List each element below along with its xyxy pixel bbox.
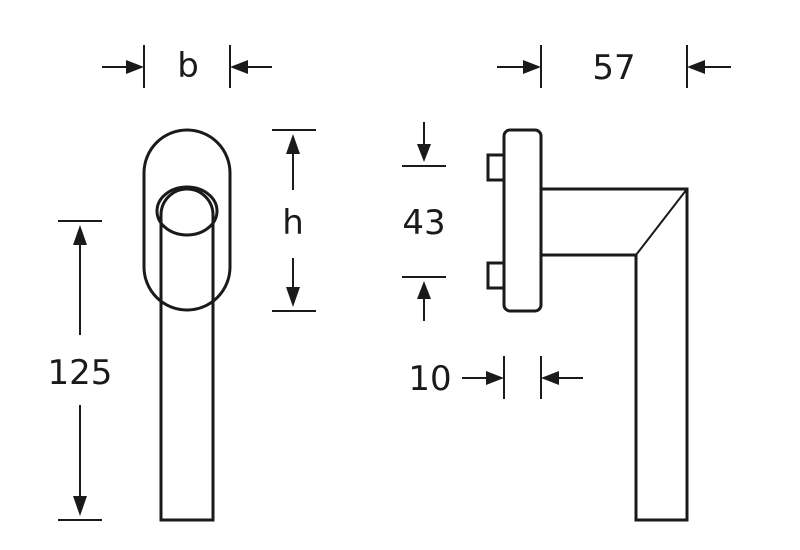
- dimension-10: 10: [408, 356, 583, 399]
- side-view: 57 43 10: [402, 45, 731, 522]
- screw-stud-top: [486, 153, 506, 182]
- base-plate-side: [502, 128, 543, 313]
- label-125: 125: [48, 353, 113, 393]
- dimension-h: h: [272, 129, 316, 312]
- handle-lever-front: [159, 187, 215, 522]
- label-43: 43: [402, 203, 445, 243]
- label-h: h: [282, 203, 304, 243]
- rosette-outline: [142, 128, 232, 312]
- collar-ring: [155, 185, 219, 237]
- dimension-b: b: [102, 45, 272, 88]
- label-b: b: [177, 46, 199, 86]
- dimension-57: 57: [497, 45, 731, 88]
- handle-lever-side: [541, 187, 689, 522]
- dimension-125: 125: [48, 220, 113, 521]
- label-57: 57: [592, 48, 635, 88]
- dimension-43: 43: [402, 122, 446, 321]
- lever-bevel-edge: [635, 188, 688, 256]
- screw-stud-bottom: [486, 261, 506, 290]
- front-view: b h 125: [48, 45, 316, 522]
- label-10: 10: [408, 359, 451, 399]
